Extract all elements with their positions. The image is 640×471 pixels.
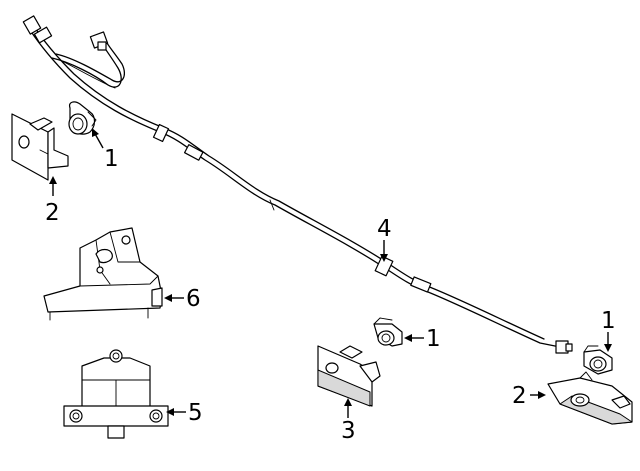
wiring-harness xyxy=(22,15,573,354)
callout-2-lower-right: 2 xyxy=(512,383,527,409)
callout-1-right: 1 xyxy=(601,308,616,334)
parking-sensor-upper-left xyxy=(68,101,97,135)
parking-sensor-middle xyxy=(373,317,403,347)
sensor-bracket-upper-left xyxy=(11,113,69,181)
callout-labels: 1 2 6 5 3 1 4 1 2 xyxy=(45,146,616,444)
control-module xyxy=(63,349,169,439)
sensor-bracket-lower xyxy=(317,345,381,407)
callout-arrows xyxy=(49,128,612,418)
mounting-bracket xyxy=(43,227,163,321)
callout-6: 6 xyxy=(186,286,201,312)
callout-1-upper-left: 1 xyxy=(104,146,119,172)
callout-2-upper-left: 2 xyxy=(45,200,60,226)
callout-4: 4 xyxy=(377,216,392,242)
parking-sensor-right xyxy=(583,345,613,375)
callout-5: 5 xyxy=(188,400,203,426)
callout-1-middle: 1 xyxy=(426,326,441,352)
sensor-bracket-lower-right xyxy=(547,371,633,425)
callout-3: 3 xyxy=(341,418,356,444)
